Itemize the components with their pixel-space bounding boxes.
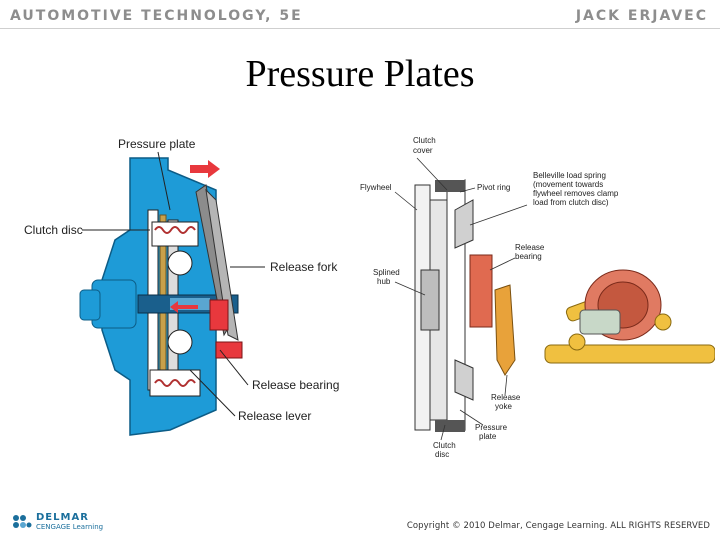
clutch-cross-section-figure: Pressure plate Clutch disc Release fork … xyxy=(24,137,339,436)
clutch-exploded-figure: Clutch cover Flywheel Pivot ring Bellevi… xyxy=(360,136,715,459)
label-pivot-ring: Pivot ring xyxy=(477,183,510,192)
label-release-bearing-line2: bearing xyxy=(515,252,542,261)
label-release-lever: Release lever xyxy=(238,409,311,423)
slide-title: Pressure Plates xyxy=(245,53,475,95)
clutch-internals xyxy=(137,209,239,397)
label-pressure-plate: Pressure plate xyxy=(118,137,196,151)
header-author: JACK ERJAVEC xyxy=(575,8,708,24)
copyright-notice: Copyright © 2010 Delmar, Cengage Learnin… xyxy=(406,521,710,531)
label-clutch-disc-line2: disc xyxy=(435,450,449,459)
label-belleville-line2: (movement towards xyxy=(533,180,603,189)
label-flywheel: Flywheel xyxy=(360,183,392,192)
label-splined-hub-line2: hub xyxy=(377,277,391,286)
leader-lines-right xyxy=(394,157,528,441)
label-release-bearing-line1: Release xyxy=(515,243,545,252)
release-fork-assembly xyxy=(170,160,243,359)
release-bearing-part xyxy=(469,254,493,328)
release-yoke-part xyxy=(494,284,516,376)
leader-lines xyxy=(82,151,265,417)
flywheel-assembly xyxy=(414,179,474,432)
label-clutch-disc: Clutch disc xyxy=(24,223,83,237)
label-belleville-line1: Belleville load spring xyxy=(533,171,606,180)
label-splined-hub-line1: Splined xyxy=(373,268,400,277)
label-pressure-plate-line2: plate xyxy=(479,432,497,441)
label-belleville-line3: flywheel removes clamp xyxy=(533,189,619,198)
label-belleville-line4: load from clutch disc) xyxy=(533,198,609,207)
label-clutch-disc-line1: Clutch xyxy=(433,441,456,450)
logo-sub: CENGAGE Learning xyxy=(36,523,104,531)
label-release-yoke-line1: Release xyxy=(491,393,521,402)
label-clutch-cover-line1: Clutch xyxy=(413,136,436,145)
throwout-3d-assembly xyxy=(544,269,715,364)
logo-name: DELMAR xyxy=(36,512,89,523)
delmar-logo-icon xyxy=(13,515,32,528)
header-divider xyxy=(0,28,720,29)
label-release-yoke-line2: yoke xyxy=(495,402,512,411)
label-release-fork: Release fork xyxy=(270,260,338,274)
label-release-bearing: Release bearing xyxy=(252,378,339,392)
label-pressure-plate-line1: Pressure xyxy=(475,423,508,432)
label-clutch-cover-line2: cover xyxy=(413,146,433,155)
header-course-title: AUTOMOTIVE TECHNOLOGY, 5E xyxy=(10,8,303,24)
